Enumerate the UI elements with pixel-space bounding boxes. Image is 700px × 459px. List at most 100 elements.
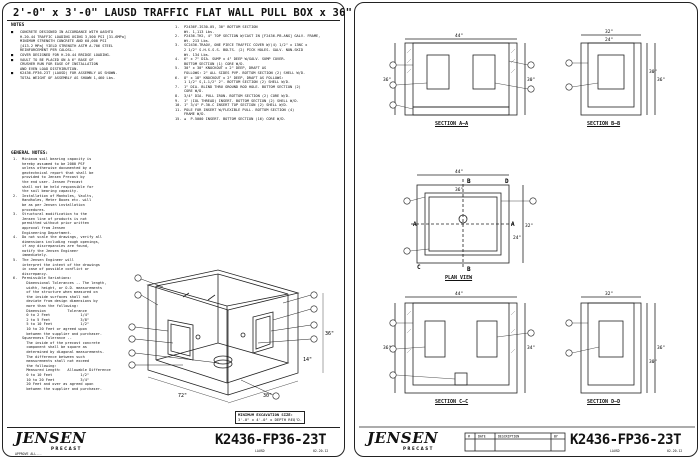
callout-bubble: [134, 291, 142, 299]
item-number: 5.: [175, 66, 180, 71]
item-text: Installation of Manholes, Vaults, Handho…: [22, 193, 94, 212]
item-number: ■: [11, 71, 14, 76]
list-item: ■CONCRETE DESIGNED IN ACCORDANCE WITH AA…: [11, 30, 161, 53]
dim-width: 72": [178, 393, 187, 399]
list-item: ■ K2436-FP36-23T (LAUSD) FOR ASSEMBLY AS …: [11, 71, 161, 80]
list-item: ■VAULT TO BE PLACED ON A 6" BASE OF CRUS…: [11, 58, 161, 72]
section-d-outline: [580, 302, 642, 394]
rev-by: BY: [554, 435, 558, 439]
section-a-outline: [404, 42, 518, 116]
parts-list: 1.P2436F-IS30-05, 30" BOTTOM SECTION Wt.…: [175, 25, 343, 121]
drawing-date: 02-20-12: [313, 449, 329, 453]
sheet-title: 2'-0" x 3'-0" LAUSD TRAFFIC FLAT WALL PU…: [13, 7, 385, 19]
jensen-logo: JENSEN: [15, 429, 87, 447]
item-text: COVER DESIGNED FOR H-20-44 BRIDGE LOADIN…: [20, 52, 111, 57]
list-item: 5.The Jensen Engineer will interpret the…: [13, 258, 138, 276]
marker-b-bottom: B: [467, 266, 471, 273]
item-number: 4.: [13, 235, 18, 240]
callout-bubble: [272, 392, 280, 400]
drawing-sheet-1: 2'-0" x 3'-0" LAUSD TRAFFIC FLAT WALL PU…: [2, 2, 385, 457]
section-c-label: SECTION C—C: [435, 399, 469, 405]
part-sub: LAUSD: [610, 449, 620, 453]
min-excavation-value: 3'-0" x 4'-0" x DEPTH REQ'D.: [238, 416, 303, 422]
item-text: Structural modification to the Jensen li…: [22, 212, 90, 235]
list-item: 3.SC2436-TRAOV, ONE PIECE TRAFFIC COVER …: [175, 43, 343, 57]
item-number: 5.: [13, 258, 18, 263]
item-text: 1" (IOL THREAD) INSERT. BOTTOM SECTION (…: [184, 98, 299, 103]
callout-bubble: [310, 335, 318, 343]
dim-plan-depth: 32": [525, 223, 533, 229]
callout-bubble: [128, 349, 136, 357]
orthographic-views: A A B B C D 44" 36" 30" 32" 24" 36" 30" …: [359, 29, 695, 452]
dim-b-height-i: 30": [649, 69, 657, 75]
item-text: Squareness Tolerance -- The inside of th…: [22, 336, 111, 391]
rev-desc: DESCRIPTION: [498, 435, 519, 439]
item-number: 8.: [175, 93, 180, 98]
item-text: Minimum soil bearing capacity is hereby …: [22, 157, 94, 194]
item-text: 1" 3/4" P-30-C INSERT TOP SECTION (2) SH…: [184, 103, 288, 108]
dim-plan-inner: 36": [455, 187, 463, 193]
item-text: K2436-FP36-23T (LAUSD) FOR ASSEMBLY AS S…: [20, 71, 118, 80]
dim-c-width: 44": [455, 291, 463, 297]
item-number: 3.: [13, 212, 18, 217]
item-number: 15.: [175, 116, 182, 121]
general-notes-header: GENERAL NOTES:: [11, 151, 49, 156]
marker-a-left: A: [413, 221, 417, 228]
section-a-label: SECTION A—A: [435, 121, 469, 127]
item-number: 6.: [13, 276, 18, 281]
list-item: 1.P2436F-IS30-05, 30" BOTTOM SECTION Wt.…: [175, 25, 343, 34]
rev-num: #: [468, 435, 470, 439]
list-item: 11.POLE FOR INSERT W/FLEXIBLE PULL. BOTT…: [175, 108, 343, 117]
item-number: 10.: [175, 103, 182, 108]
min-excavation-label: MINIMUM EXCAVATION SIZE:: [238, 412, 293, 417]
item-text: 1" DIA. BLIND THRU GROUND ROD HOLE. BOTT…: [184, 84, 301, 94]
jensen-logo-sub: PRECAST: [51, 446, 82, 451]
item-text: 30" x 30" KNOCKOUT x 2" DEEP, DRAFT AS F…: [184, 66, 306, 75]
dim-d-width: 32": [605, 291, 613, 297]
list-item: 10.1" 3/4" P-30-C INSERT TOP SECTION (2)…: [175, 103, 343, 108]
item-text: P2436F-IS30-05, 30" BOTTOM SECTION Wt. 1…: [184, 25, 258, 34]
callout-bubble: [310, 291, 318, 299]
dim-plan-depth-i: 24": [513, 235, 521, 241]
dim-depth: 30": [263, 393, 272, 399]
item-number: 7.: [175, 84, 180, 89]
list-item: Squareness Tolerance -- The inside of th…: [13, 336, 138, 391]
callout-bubble: [128, 361, 136, 369]
list-item: 5. 30" x 30" KNOCKOUT x 2" DEEP, DRAFT AS…: [175, 66, 343, 75]
dim-height: 36": [325, 331, 334, 337]
list-item: 7. 1" DIA. BLIND THRU GROUND ROD HOLE. BO…: [175, 85, 343, 94]
section-b-outline: [580, 42, 642, 116]
callout-bubble: [310, 321, 318, 329]
list-item: 3. Structural modification to the Jensen …: [13, 212, 138, 235]
part-number: K2436-FP36-23T: [215, 432, 327, 448]
list-item: 6.8" x 18" KNOCKOUT x 2" DEEP, DRAFT AS …: [175, 76, 343, 85]
item-text: POLE FOR INSERT W/FLEXIBLE PULL. BOTTOM …: [184, 107, 295, 117]
dim-plan-width: 44": [455, 169, 463, 175]
list-item: 4. Do not scale the drawings, verify all …: [13, 235, 138, 258]
drawing-sheet-2: A A B B C D 44" 36" 30" 32" 24" 36" 30" …: [354, 2, 698, 457]
jensen-logo-sub: PRECAST: [403, 446, 434, 451]
item-number: 3.: [175, 43, 180, 48]
rev-date: DATE: [478, 435, 486, 439]
item-text: 3/4" DIA. PULL IRON. BOTTOM SECTION (2) …: [184, 93, 291, 98]
jensen-logo: JENSEN: [367, 429, 439, 447]
dim-a-height: 36": [383, 77, 391, 83]
list-item: 2.Installation of Manholes, Vaults, Hand…: [13, 194, 138, 212]
part-number: K2436-FP36-23T: [570, 432, 682, 448]
callout-bubble: [128, 335, 136, 343]
dim-side: 14": [303, 357, 312, 363]
section-b-label: SECTION B—B: [587, 121, 621, 127]
list-item: 8. 3/4" DIA. PULL IRON. BOTTOM SECTION (2…: [175, 94, 343, 99]
dim-b-width: 32": [605, 29, 613, 35]
title-block-rule: [7, 427, 340, 428]
dim-c-height: 36": [383, 345, 391, 351]
dim-d-height-i: 30": [649, 359, 657, 365]
dim-b-height: 36": [657, 77, 665, 83]
list-item: 6.Permissible Variations: Dimensional To…: [13, 276, 138, 336]
list-item: 15.✚ P-5000 INSERT. BOTTOM SECTION (16) …: [175, 117, 343, 122]
item-text: VAULT TO BE PLACED ON A 6" BASE OF CRUSH…: [20, 57, 98, 71]
item-text: Do not scale the drawings, verify all di…: [22, 235, 103, 258]
item-text: P2436-TH2, 4" TOP SECTION W/CAST IN [F24…: [184, 34, 321, 43]
list-item: 2.P2436-TH2, 4" TOP SECTION W/CAST IN [F…: [175, 34, 343, 43]
dim-c-height-r: 34": [527, 345, 535, 351]
